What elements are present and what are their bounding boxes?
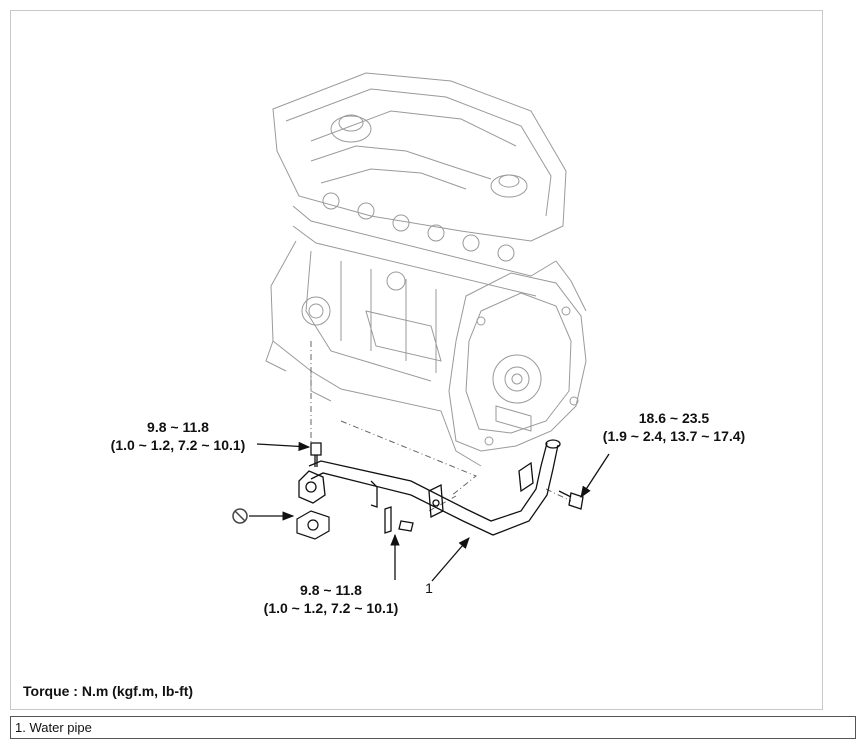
- legend-row: 1. Water pipe: [10, 716, 856, 739]
- torque-units-note: Torque : N.m (kgf.m, lb-ft): [23, 683, 194, 699]
- legend-item-water-pipe: 1. Water pipe: [15, 720, 92, 735]
- torque-value-alt-units: (1.0 ~ 1.2, 7.2 ~ 10.1): [110, 437, 246, 453]
- part-number-label: 1: [425, 580, 433, 596]
- torque-callout-top-right: 18.6 ~ 23.5 (1.9 ~ 2.4, 13.7 ~ 17.4): [589, 409, 759, 445]
- prohibit-icon: [232, 508, 248, 524]
- torque-value: 9.8 ~ 11.8: [300, 582, 362, 598]
- figure-frame: 9.8 ~ 11.8 (1.0 ~ 1.2, 7.2 ~ 10.1) 18.6 …: [10, 10, 823, 710]
- engine-water-pipe-diagram: [232, 72, 610, 582]
- engine-block-outline: [265, 72, 587, 467]
- torque-callout-bottom: 9.8 ~ 11.8 (1.0 ~ 1.2, 7.2 ~ 10.1): [251, 581, 411, 617]
- water-pipe: [298, 439, 584, 536]
- callout-arrows: [249, 441, 610, 582]
- torque-value: 18.6 ~ 23.5: [638, 410, 710, 426]
- torque-callout-top-left: 9.8 ~ 11.8 (1.0 ~ 1.2, 7.2 ~ 10.1): [103, 418, 253, 454]
- gasket: [296, 510, 330, 540]
- torque-value: 9.8 ~ 11.8: [147, 419, 209, 435]
- torque-value-alt-units: (1.9 ~ 2.4, 13.7 ~ 17.4): [602, 428, 746, 444]
- torque-value-alt-units: (1.0 ~ 1.2, 7.2 ~ 10.1): [263, 600, 399, 616]
